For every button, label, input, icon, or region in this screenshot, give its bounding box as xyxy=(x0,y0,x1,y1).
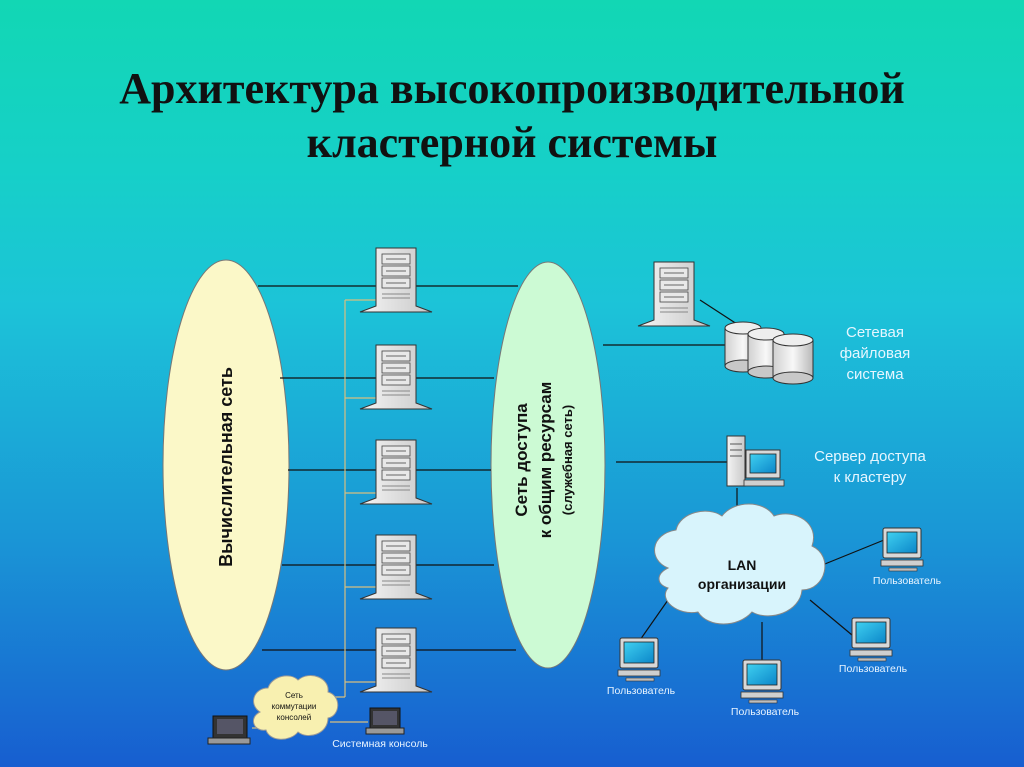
user-label-4: Пользователь xyxy=(606,685,676,697)
compute-network-label: Вычислительная сеть xyxy=(216,367,236,567)
access-network-ellipse xyxy=(490,261,606,669)
access-network-line-1: Сеть доступа xyxy=(512,403,531,517)
console-network-line-3: консолей xyxy=(276,713,312,722)
console-network-label: Сеть коммутации консолей xyxy=(252,690,336,723)
lan-label: LAN организации xyxy=(672,556,812,594)
console-network-line-1: Сеть xyxy=(285,691,303,700)
console-network-cloud xyxy=(252,675,339,740)
access-server-line-1: Сервер доступа xyxy=(814,448,926,465)
system-console-label: Системная консоль xyxy=(332,738,428,750)
lan-cloud xyxy=(654,503,826,625)
title-line-2: кластерной системы xyxy=(306,118,718,167)
access-server-label: Сервер доступа к кластеру xyxy=(795,446,945,488)
access-server-icon xyxy=(726,435,785,487)
page-title: Архитектура высокопроизводительной класт… xyxy=(0,62,1024,170)
user-label-1: Пользователь xyxy=(872,575,942,587)
user-pc-icon-4 xyxy=(617,637,661,682)
lan-line-1: LAN xyxy=(727,557,757,573)
user-pc-icon-2 xyxy=(849,617,893,662)
compute-network-ellipse xyxy=(162,259,290,671)
laptop-icon xyxy=(207,715,251,745)
compute-node-3 xyxy=(359,439,433,505)
access-network-label: Сеть доступа к общим ресурсам (служебная… xyxy=(510,350,590,570)
compute-node-2 xyxy=(359,344,433,410)
nfs-label: Сетевая файловая система xyxy=(820,322,930,385)
console-network-line-2: коммутации xyxy=(271,702,317,711)
file-server-icon xyxy=(637,261,711,327)
lan-line-2: организации xyxy=(697,576,787,592)
nfs-line-1: Сетевая xyxy=(846,324,904,341)
compute-node-4 xyxy=(359,534,433,600)
user-pc-icon-1 xyxy=(880,527,924,572)
nfs-line-2: файловая xyxy=(839,345,911,362)
title-line-1: Архитектура высокопроизводительной xyxy=(119,64,905,113)
access-server-line-2: к кластеру xyxy=(833,469,907,486)
disk-storage-icon xyxy=(724,321,814,385)
nfs-line-3: система xyxy=(846,366,904,383)
access-network-line-2: к общим ресурсам xyxy=(536,381,555,539)
user-label-3: Пользователь xyxy=(730,706,800,718)
user-pc-icon-3 xyxy=(740,659,784,704)
system-console-laptop-icon xyxy=(365,707,405,735)
user-label-2: Пользователь xyxy=(838,663,908,675)
access-network-line-3: (служебная сеть) xyxy=(560,404,575,516)
compute-node-1 xyxy=(359,247,433,313)
